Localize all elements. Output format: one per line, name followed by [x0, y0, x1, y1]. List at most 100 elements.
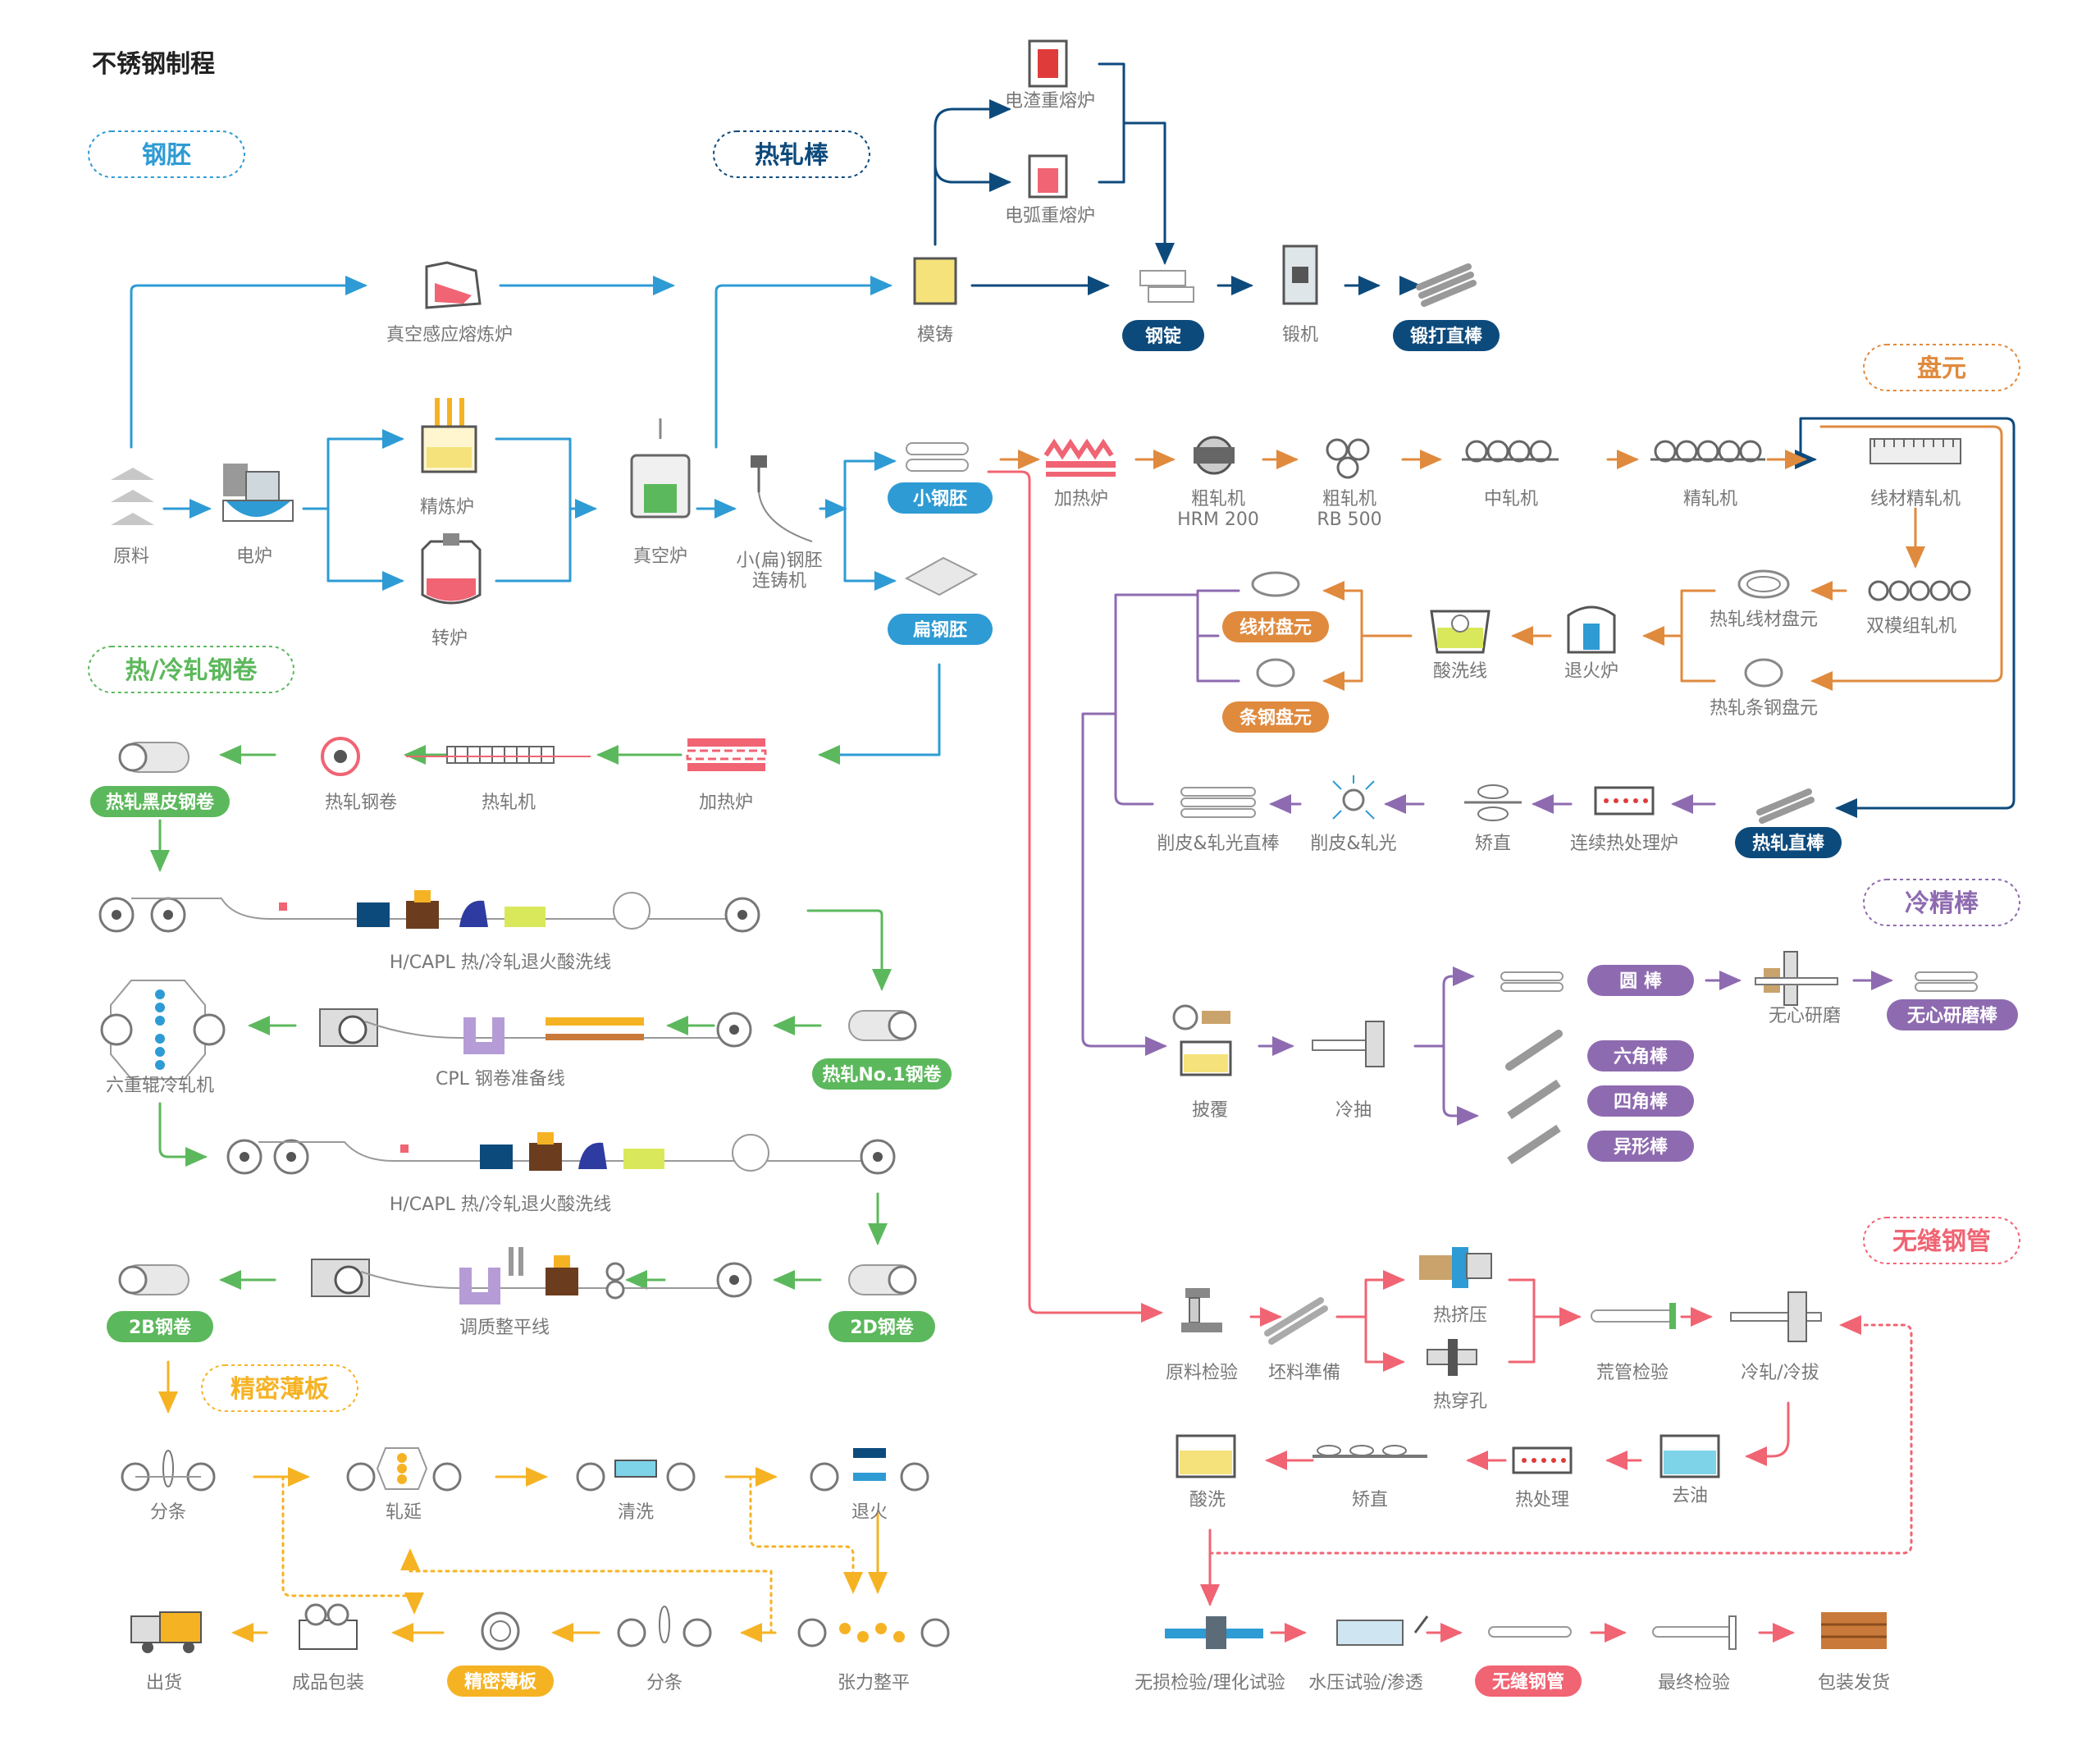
label-hot-extrude: 热挤压	[1433, 1305, 1487, 1326]
esr-furnace-icon	[1028, 39, 1068, 88]
pill-ground-bar: 无心研磨棒	[1887, 999, 2018, 1030]
label-converter: 转炉	[431, 628, 468, 649]
label-pack-ship: 包装发货	[1818, 1673, 1890, 1693]
packaging-icon	[299, 1603, 358, 1650]
annealing-2-icon	[810, 1448, 929, 1492]
label-degrease: 去油	[1672, 1486, 1708, 1506]
label-vacuum: 真空炉	[633, 546, 687, 567]
label-hydro: 水压试验/渗透	[1308, 1673, 1422, 1693]
pill-square-label: 四角棒	[1614, 1091, 1669, 1113]
pill-wire-coil: 线材盘元	[1222, 611, 1329, 642]
section-billet-label: 钢胚	[142, 141, 191, 170]
pill-ingot: 钢锭	[1122, 320, 1204, 351]
forged-bar-icon	[1416, 263, 1477, 307]
seamless-pipe-icon	[1488, 1626, 1572, 1638]
section-wire-rod-label: 盘元	[1917, 354, 1966, 383]
refining-furnace-icon	[421, 398, 477, 473]
section-seamless: 无缝钢管	[1863, 1217, 2020, 1264]
delivery-truck-icon	[130, 1611, 202, 1653]
hydro-test-icon	[1336, 1615, 1429, 1646]
rough-mill-rb-icon	[1326, 438, 1370, 479]
pill-seamless-pipe: 无缝钢管	[1475, 1665, 1582, 1697]
rough-mill-hrm-icon	[1194, 436, 1235, 475]
label-esr: 电渣重熔炉	[1005, 91, 1095, 112]
label-cpl: CPL 钢卷准备线	[436, 1069, 565, 1090]
raw-material-icon	[111, 468, 154, 525]
annealing-furnace-icon	[1567, 605, 1616, 654]
cold-roll-draw-icon	[1730, 1291, 1822, 1342]
pill-ingot-label: 钢锭	[1145, 326, 1181, 347]
label-cont-heat: 连续热处理炉	[1570, 834, 1678, 854]
label-hot-mill: 热轧机	[482, 793, 536, 813]
rolling-icon	[346, 1447, 462, 1492]
precision-connectors	[158, 1360, 888, 1643]
section-seamless-label: 无缝钢管	[1892, 1227, 1991, 1256]
label-hr-wire-coil: 热轧线材盘元	[1710, 610, 1818, 630]
final-inspection-icon	[1652, 1615, 1737, 1650]
page-title: 不锈钢制程	[92, 50, 215, 79]
straightening-2-icon	[1312, 1445, 1427, 1458]
label-ship: 出货	[146, 1673, 182, 1693]
pill-small-billet-label: 小钢胚	[913, 488, 967, 509]
label-refining: 精炼炉	[420, 497, 474, 518]
label-mold: 模铸	[917, 325, 953, 345]
hr-bar-coil-icon	[1744, 658, 1783, 688]
pill-bar-coil: 条钢盘元	[1222, 701, 1329, 733]
label-mill6: 六重辊冷轧机	[106, 1076, 214, 1096]
slitting-1-icon	[121, 1450, 216, 1492]
blank-prep-icon	[1264, 1297, 1328, 1345]
shell-inspection-icon	[1591, 1303, 1676, 1329]
section-cold-bar: 冷精棒	[1863, 879, 2020, 926]
label-rough-2b: RB 500	[1317, 509, 1381, 530]
pill-precision-sheet-label: 精密薄板	[464, 1671, 537, 1693]
wire-coil-product-icon	[1251, 571, 1300, 597]
six-high-mill-icon	[100, 980, 226, 1080]
label-finish: 精轧机	[1683, 489, 1737, 509]
label-caster-2: 连铸机	[752, 571, 806, 592]
pill-hex: 六角棒	[1587, 1040, 1694, 1071]
pill-precision-sheet: 精密薄板	[447, 1665, 554, 1697]
cold-drawing-icon	[1312, 1021, 1385, 1067]
pill-flat-billet-label: 扁钢胚	[913, 619, 967, 641]
round-bar-icon	[1500, 971, 1564, 992]
label-rough-1b: HRM 200	[1177, 509, 1259, 530]
billet-connectors	[130, 276, 941, 765]
pill-bar-coil-label: 条钢盘元	[1239, 707, 1312, 729]
degreasing-icon	[1659, 1434, 1720, 1478]
shaped-bar-icon	[1507, 1124, 1561, 1165]
pill-forged-bar-label: 锻打直棒	[1410, 326, 1483, 347]
section-coil-label: 热/冷轧钢卷	[126, 656, 258, 685]
heating-furnace-2-icon	[686, 738, 767, 771]
label-anneal-2: 退火	[851, 1502, 888, 1523]
label-wire-finish: 线材精轧机	[1870, 489, 1961, 509]
coil-2d-icon	[848, 1264, 917, 1295]
square-bar-icon	[1507, 1079, 1561, 1120]
label-cold-draw: 冷抽	[1335, 1100, 1372, 1121]
pill-black-coil: 热轧黑皮钢卷	[90, 786, 230, 817]
forge-icon	[1282, 244, 1318, 305]
pill-round: 圆 棒	[1587, 965, 1694, 996]
flat-billet-icon	[904, 556, 979, 596]
ingot-icon	[1139, 270, 1194, 303]
pickling-line-icon	[1430, 610, 1491, 654]
tension-leveling-icon	[797, 1618, 950, 1647]
converter-icon	[421, 533, 482, 605]
vacuum-furnace-icon	[630, 418, 691, 519]
black-coil-icon	[118, 742, 189, 773]
label-coat: 披覆	[1192, 1100, 1228, 1121]
section-hot-rolled-bar-label: 热轧棒	[755, 141, 829, 170]
label-eaf: 电炉	[236, 546, 272, 567]
label-roll: 轧延	[386, 1502, 422, 1523]
peeling-icon	[1332, 775, 1375, 820]
pill-shaped: 异形棒	[1587, 1131, 1694, 1162]
wire-rod-connectors	[999, 425, 2003, 691]
pill-shaped-label: 异形棒	[1614, 1137, 1669, 1158]
bar-coil-product-icon	[1256, 658, 1295, 688]
hot-extrusion-icon	[1419, 1247, 1492, 1288]
label-rough-2: 粗轧机	[1322, 489, 1376, 509]
mold-casting-icon	[913, 257, 957, 305]
hot-bar-connectors	[934, 62, 2016, 818]
label-heat-treat: 热处理	[1515, 1490, 1569, 1510]
label-heating-1: 加热炉	[1054, 489, 1108, 509]
temper-line-icon	[311, 1247, 752, 1305]
